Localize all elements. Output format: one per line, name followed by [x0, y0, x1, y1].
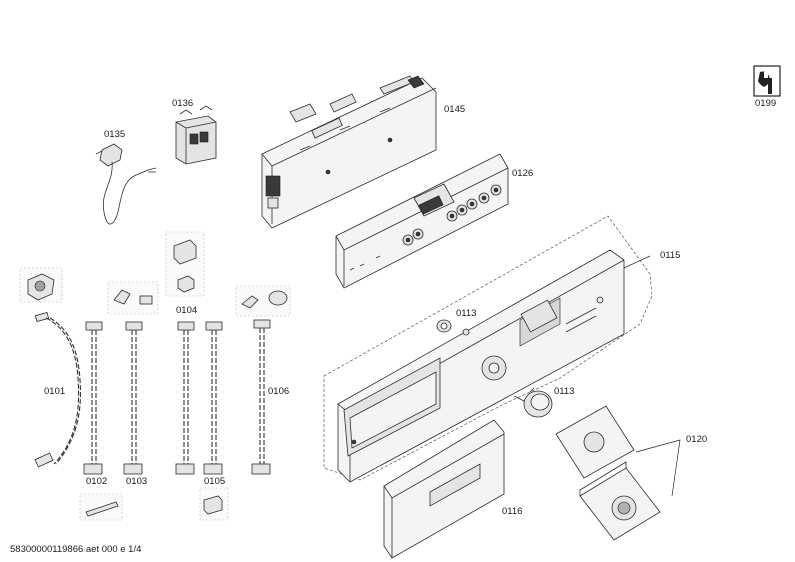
fascia-panel [337, 249, 625, 483]
leader-0115 [623, 255, 651, 269]
mains-cable [95, 143, 157, 225]
label-0145: 0145 [444, 104, 465, 115]
label-0102: 0102 [86, 476, 107, 487]
pump-thumbnail [19, 267, 63, 303]
label-0103: 0103 [126, 476, 147, 487]
label-0105: 0105 [204, 476, 225, 487]
label-0104: 0104 [176, 305, 197, 316]
terminal-strip-thumbnail [79, 493, 123, 521]
wire-harness-0101 [34, 312, 81, 468]
label-0113-button: 0113 [456, 308, 476, 319]
service-wrench-icon [753, 65, 781, 97]
label-0101: 0101 [44, 386, 65, 397]
cover-panel-back [579, 461, 661, 541]
wire-harness-0105 [203, 321, 223, 475]
interference-suppressor [175, 105, 217, 165]
wire-harness-0104 [175, 321, 195, 475]
door-lock-thumbnail [235, 285, 291, 317]
label-0115: 0115 [660, 250, 680, 261]
programme-knob [513, 387, 553, 418]
label-0135: 0135 [104, 129, 125, 140]
control-module-housing [261, 75, 437, 229]
label-0116: 0116 [502, 506, 522, 517]
leader-0120 [635, 439, 681, 497]
label-0113-knob: 0113 [554, 386, 574, 397]
cover-panel-front [555, 405, 635, 479]
wire-harness-0106 [251, 319, 271, 475]
connector-thumbnail [199, 487, 229, 521]
label-0136: 0136 [172, 98, 193, 109]
label-0120: 0120 [686, 434, 707, 445]
wire-harness-0103 [123, 321, 143, 475]
programme-electronic-board [335, 153, 509, 289]
push-button [436, 319, 452, 333]
label-0106: 0106 [268, 386, 289, 397]
sensor-thumbnail [107, 281, 159, 315]
label-0126: 0126 [512, 168, 533, 179]
label-0199: 0199 [755, 98, 776, 109]
relay-thumbnail [165, 231, 205, 297]
wire-harness-0102 [83, 321, 103, 475]
document-footer: 58300000119866 aet 000 e 1/4 [10, 544, 141, 555]
detergent-drawer-handle [383, 419, 505, 559]
